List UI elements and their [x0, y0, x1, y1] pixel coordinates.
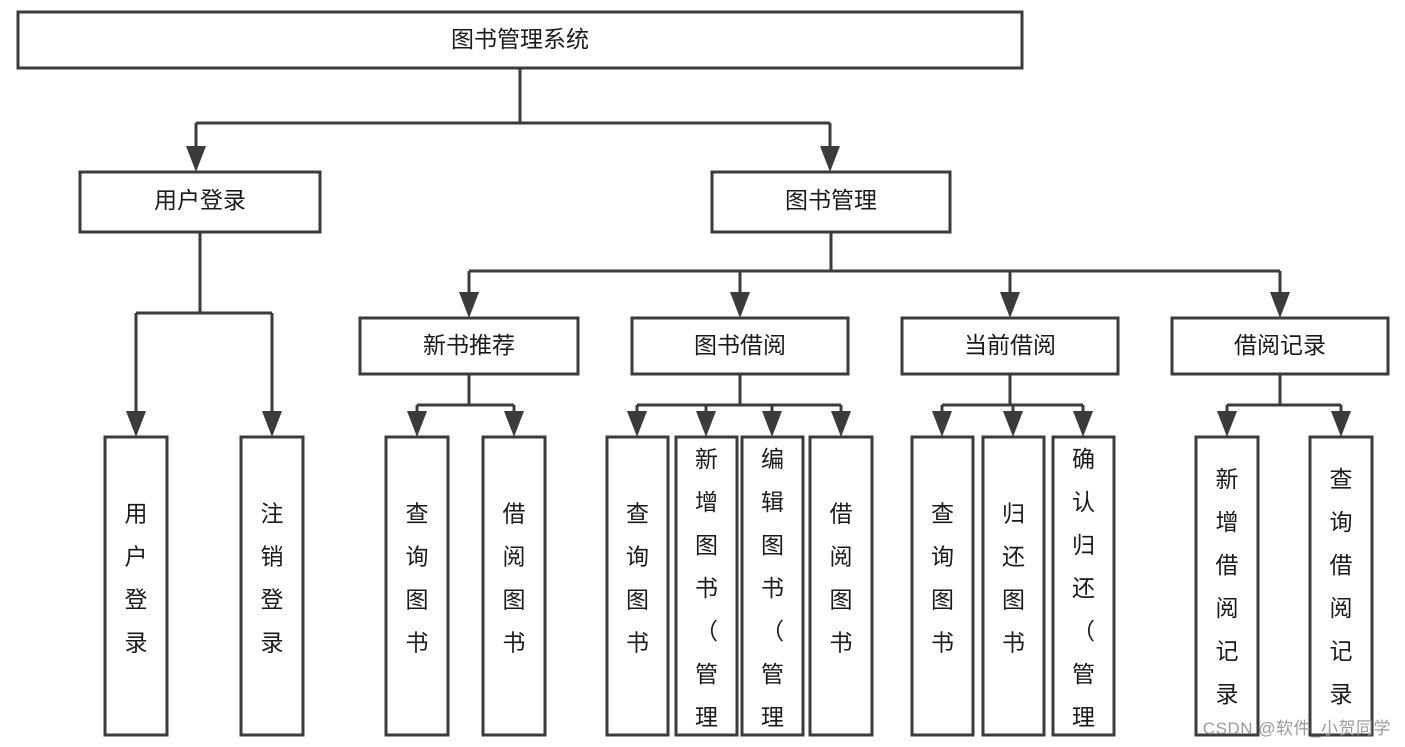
node-book-borrow-box[interactable] — [630, 316, 850, 376]
node-leaf-borrow-books[interactable]: 借阅图书 — [808, 435, 874, 737]
node-leaf-logout-login-box[interactable] — [239, 435, 305, 737]
node-root-label: 图书管理系统 — [451, 26, 589, 52]
arrow-to-new-book-recommend — [459, 292, 479, 318]
node-leaf-query-borrow-record-box[interactable] — [1308, 435, 1374, 737]
arrow-to-leaf-query-books-current — [932, 411, 952, 437]
leaf-node-layer: 用户登录 注销登录 查询图书 借阅图书 查询图书 新增图书（管理员） 编辑图书（管理员） 借阅… — [103, 435, 1374, 747]
node-leaf-user-login[interactable]: 用户登录 — [103, 435, 169, 737]
node-user-login-box[interactable] — [78, 170, 322, 234]
arrow-to-current-borrow — [1000, 292, 1020, 318]
node-leaf-add-borrow-record-box[interactable] — [1194, 435, 1260, 737]
arrow-to-leaf-logout-login — [262, 411, 282, 437]
node-leaf-query-books-borrow-box[interactable] — [605, 435, 670, 737]
node-borrow-records[interactable]: 借阅记录 — [1170, 316, 1390, 376]
node-user-login[interactable]: 用户登录 — [78, 170, 322, 234]
node-leaf-edit-book-admin[interactable]: 编辑图书（管理员） — [740, 435, 805, 747]
arrow-to-leaf-return-books — [1003, 411, 1023, 437]
node-leaf-borrow-books-recommend-label: 借阅图书 — [503, 501, 526, 656]
node-new-book-recommend-label: 新书推荐 — [423, 332, 515, 358]
node-book-borrow-label: 图书借阅 — [694, 332, 786, 358]
connector-layer — [126, 68, 1351, 437]
node-current-borrow[interactable]: 当前借阅 — [900, 316, 1120, 376]
node-borrow-records-label: 借阅记录 — [1234, 332, 1326, 358]
node-leaf-borrow-books-recommend[interactable]: 借阅图书 — [481, 435, 547, 737]
node-leaf-add-borrow-record[interactable]: 新增借阅记录 — [1194, 435, 1260, 737]
node-new-book-recommend[interactable]: 新书推荐 — [358, 316, 580, 376]
node-root[interactable]: 图书管理系统 — [16, 10, 1024, 70]
node-leaf-add-book-admin-box[interactable] — [674, 435, 739, 737]
arrow-to-leaf-query-books-borrow — [627, 411, 647, 437]
node-new-book-recommend-box[interactable] — [358, 316, 580, 376]
node-leaf-confirm-return-admin-label: 确认归还（管理员） — [1072, 446, 1095, 747]
node-leaf-logout-login-label: 注销登录 — [261, 501, 284, 656]
node-borrow-records-box[interactable] — [1170, 316, 1390, 376]
node-leaf-edit-book-admin-label: 编辑图书（管理员） — [761, 446, 784, 747]
node-leaf-edit-book-admin-box[interactable] — [740, 435, 805, 737]
node-leaf-query-borrow-record-label: 查询借阅记录 — [1330, 466, 1353, 707]
node-leaf-query-books-borrow[interactable]: 查询图书 — [605, 435, 670, 737]
node-leaf-add-book-admin-label: 新增图书（管理员） — [695, 446, 718, 747]
node-leaf-query-books-current-box[interactable] — [910, 435, 975, 737]
node-leaf-borrow-books-recommend-box[interactable] — [481, 435, 547, 737]
node-book-management-box[interactable] — [710, 170, 952, 234]
arrow-to-leaf-query-borrow-record — [1331, 411, 1351, 437]
node-book-management[interactable]: 图书管理 — [710, 170, 952, 234]
node-leaf-borrow-books-box[interactable] — [808, 435, 874, 737]
arrow-root-to-book-management — [820, 146, 840, 172]
node-book-borrow[interactable]: 图书借阅 — [630, 316, 850, 376]
node-leaf-query-borrow-record[interactable]: 查询借阅记录 — [1308, 435, 1374, 737]
node-root-box[interactable] — [16, 10, 1024, 70]
node-leaf-confirm-return-admin-box[interactable] — [1051, 435, 1116, 737]
node-leaf-query-books-current-label: 查询图书 — [931, 501, 954, 656]
node-leaf-borrow-books-label: 借阅图书 — [830, 501, 853, 656]
node-leaf-add-book-admin[interactable]: 新增图书（管理员） — [674, 435, 739, 747]
arrow-to-leaf-borrow-books — [831, 411, 851, 437]
node-leaf-return-books-label: 归还图书 — [1002, 501, 1025, 656]
arrow-to-borrow-records — [1270, 292, 1290, 318]
node-leaf-query-books-recommend-label: 查询图书 — [406, 501, 429, 656]
arrow-to-leaf-query-books-recommend — [407, 411, 427, 437]
node-leaf-query-books-current[interactable]: 查询图书 — [910, 435, 975, 737]
node-leaf-logout-login[interactable]: 注销登录 — [239, 435, 305, 737]
arrow-to-leaf-add-borrow-record — [1217, 411, 1237, 437]
node-leaf-add-borrow-record-label: 新增借阅记录 — [1216, 466, 1239, 707]
node-book-management-label: 图书管理 — [785, 187, 877, 213]
arrow-to-leaf-borrow-books-recommend — [504, 411, 524, 437]
arrow-to-leaf-add-book-admin — [696, 411, 716, 437]
node-leaf-query-books-recommend-box[interactable] — [384, 435, 450, 737]
node-leaf-confirm-return-admin[interactable]: 确认归还（管理员） — [1051, 435, 1116, 747]
node-leaf-query-books-recommend[interactable]: 查询图书 — [384, 435, 450, 737]
node-leaf-user-login-label: 用户登录 — [125, 501, 148, 656]
arrow-to-leaf-confirm-return-admin — [1073, 411, 1093, 437]
node-leaf-query-books-borrow-label: 查询图书 — [626, 501, 649, 656]
node-leaf-return-books-box[interactable] — [981, 435, 1046, 737]
node-current-borrow-box[interactable] — [900, 316, 1120, 376]
arrow-root-to-user-login — [186, 146, 206, 172]
arrow-to-leaf-edit-book-admin — [762, 411, 782, 437]
node-current-borrow-label: 当前借阅 — [964, 332, 1056, 358]
arrow-to-book-borrow — [730, 292, 750, 318]
arrow-to-leaf-user-login — [126, 411, 146, 437]
node-user-login-label: 用户登录 — [154, 187, 246, 213]
node-leaf-user-login-box[interactable] — [103, 435, 169, 737]
node-leaf-return-books[interactable]: 归还图书 — [981, 435, 1046, 737]
